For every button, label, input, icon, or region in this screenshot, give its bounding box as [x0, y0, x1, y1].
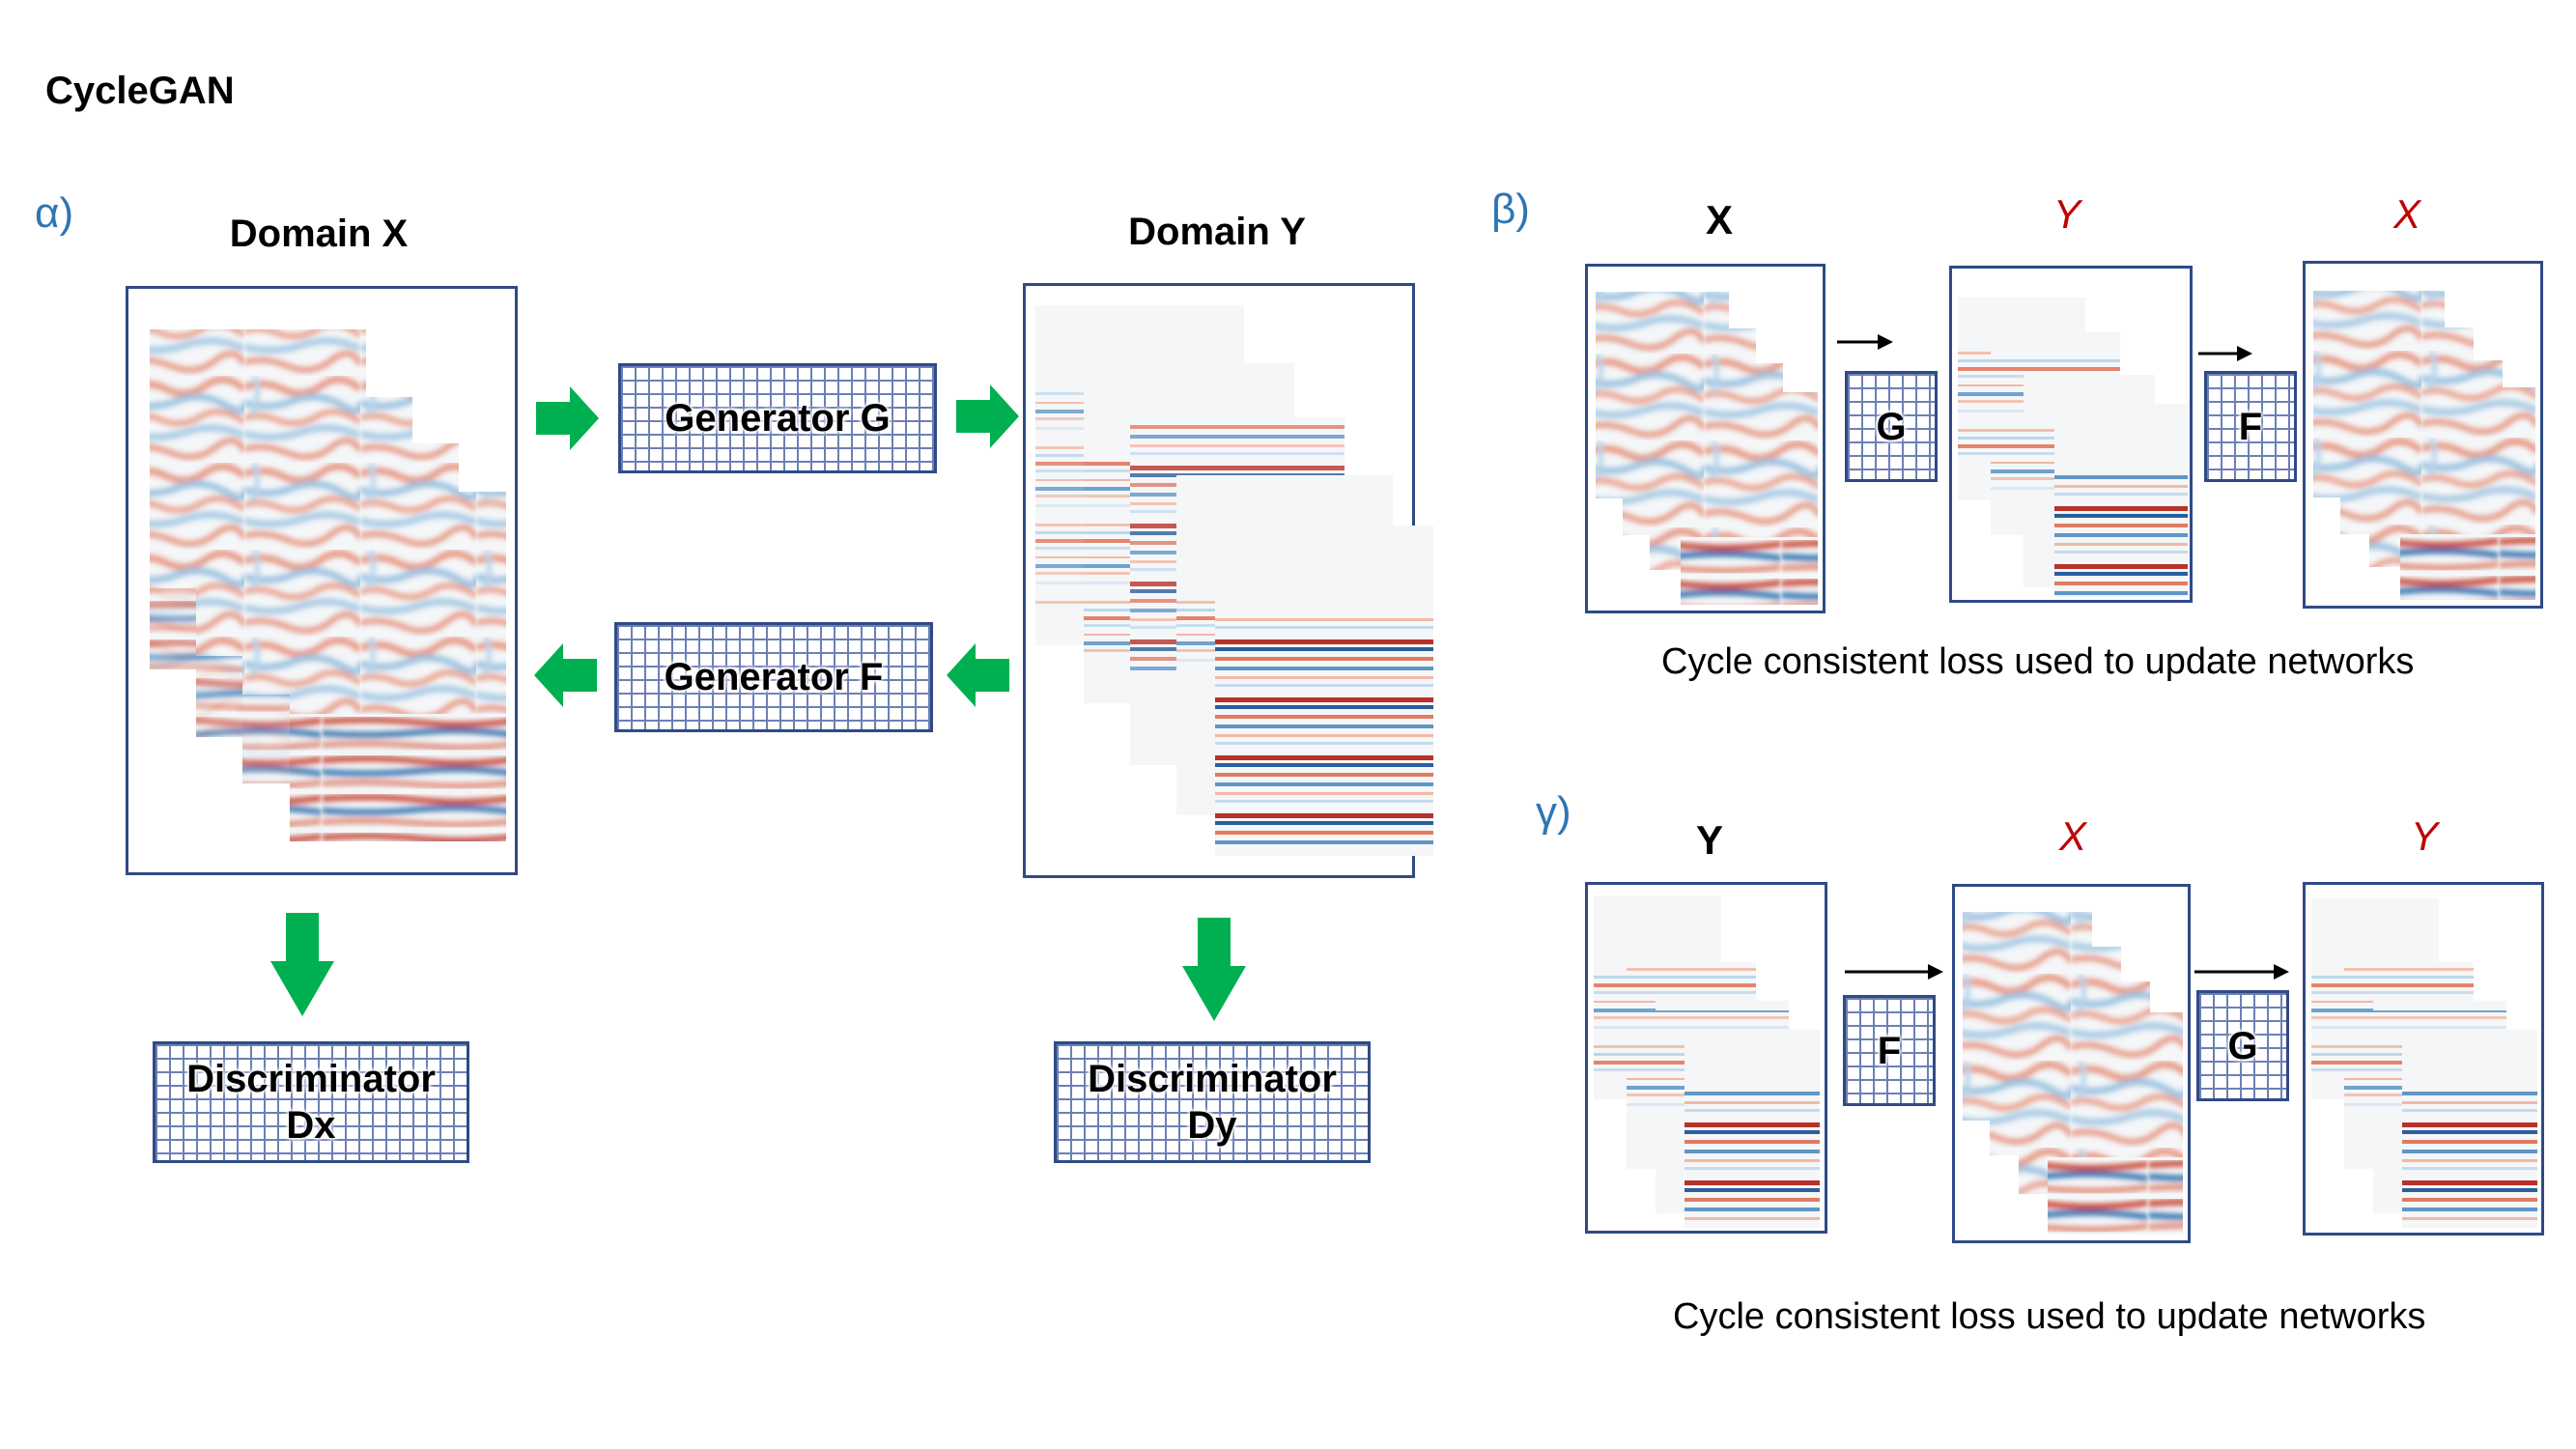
beta-net-g-box: G	[1845, 371, 1938, 482]
gamma-middle-label: X	[2058, 813, 2086, 859]
domain-y-image-stack	[1035, 305, 1433, 856]
beta-middle-label: Y	[2052, 191, 2081, 237]
domain-x-frame	[126, 286, 518, 875]
gamma-caption: Cycle consistent loss used to update net…	[1673, 1296, 2426, 1337]
arrow-down-icon	[270, 913, 334, 1016]
beta-net-f-label: F	[2238, 405, 2263, 448]
domain-y-title: Domain Y	[1128, 211, 1306, 253]
generator-g-label: Generator G	[665, 397, 891, 440]
beta-output-frame	[2303, 261, 2543, 609]
beta-output-images	[2313, 291, 2535, 600]
gamma-middle-images	[1963, 912, 2183, 1235]
beta-input-images	[1596, 292, 1818, 605]
beta-caption: Cycle consistent loss used to update net…	[1661, 641, 2415, 682]
generator-f-box: Generator F	[614, 622, 933, 732]
beta-input-label: X	[1705, 197, 1733, 242]
domain-x-title: Domain X	[229, 213, 409, 255]
gamma-net-g-label: G	[2227, 1024, 2258, 1067]
gamma-net-g-box: G	[2196, 990, 2289, 1101]
generator-f-label: Generator F	[664, 656, 884, 698]
gamma-input-images	[1594, 896, 1820, 1228]
figure-title: CycleGAN	[45, 70, 235, 112]
gamma-input-frame	[1585, 882, 1827, 1234]
gamma-net-f-box: F	[1843, 995, 1936, 1106]
arrow-right-icon	[1878, 334, 1893, 350]
beta-net-f-box: F	[2204, 371, 2297, 482]
gamma-output-frame	[2303, 882, 2544, 1236]
panel-label-alpha: α)	[35, 189, 74, 237]
beta-input-frame	[1585, 264, 1826, 613]
generator-g-box: Generator G	[618, 363, 937, 473]
gamma-input-label: Y	[1695, 817, 1723, 863]
beta-middle-images	[1958, 298, 2188, 597]
beta-output-label: X	[2392, 191, 2420, 237]
arrow-right-icon	[1928, 964, 1943, 980]
panel-label-beta: β)	[1491, 185, 1530, 233]
arrow-left-icon	[947, 643, 1009, 707]
arrow-right-icon	[536, 386, 599, 450]
discriminator-dx-label: Discriminator Dx	[186, 1058, 436, 1147]
gamma-middle-frame	[1952, 884, 2191, 1243]
arrow-left-icon	[534, 643, 597, 707]
discriminator-dy-label: Discriminator Dy	[1088, 1058, 1337, 1147]
gamma-output-images	[2311, 898, 2537, 1228]
gamma-output-label: Y	[2410, 813, 2438, 859]
arrow-right-icon	[2274, 964, 2289, 980]
beta-net-g-label: G	[1876, 405, 1907, 448]
arrow-right-icon	[956, 384, 1019, 448]
beta-middle-frame	[1949, 266, 2193, 603]
panel-label-gamma: γ)	[1536, 788, 1571, 836]
domain-y-frame	[1023, 283, 1433, 878]
arrow-right-icon	[2237, 346, 2252, 361]
discriminator-dx-box: Discriminator Dx	[153, 1041, 469, 1163]
discriminator-dy-box: Discriminator Dy	[1054, 1041, 1371, 1163]
arrow-down-icon	[1182, 918, 1246, 1021]
gamma-net-f-label: F	[1877, 1029, 1902, 1072]
domain-x-image-stack	[150, 329, 506, 841]
